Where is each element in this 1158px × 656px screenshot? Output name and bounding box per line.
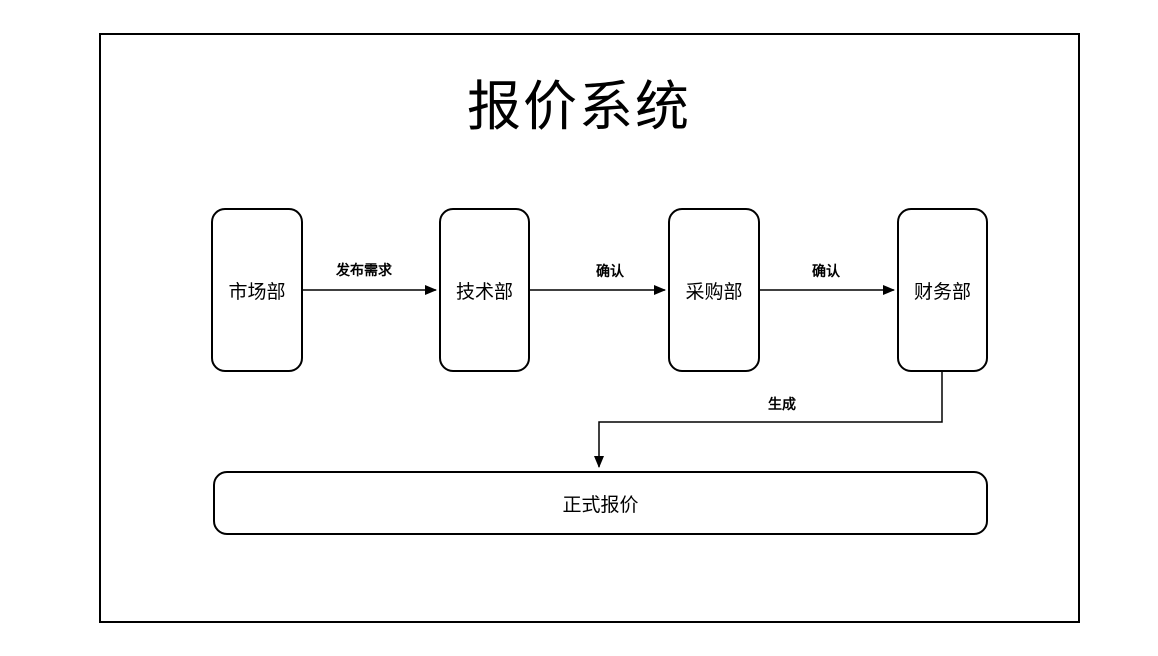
- diagram-title: 报价系统: [467, 77, 691, 137]
- node-tech-dept: 技术部: [439, 208, 530, 372]
- edge-label-generate: 生成: [766, 394, 798, 414]
- node-formal-quote: 正式报价: [213, 471, 988, 535]
- node-procurement-dept: 采购部: [668, 208, 760, 372]
- node-finance-dept: 财务部: [897, 208, 988, 372]
- node-label: 技术部: [455, 281, 513, 303]
- edge-label-confirm-1: 确认: [594, 261, 626, 281]
- node-label: 市场部: [228, 281, 286, 303]
- edge-label-confirm-2: 确认: [810, 261, 842, 281]
- node-label: 财务部: [913, 281, 971, 303]
- node-label: 正式报价: [562, 494, 639, 516]
- node-label: 采购部: [685, 281, 743, 303]
- node-marketing-dept: 市场部: [211, 208, 303, 372]
- edge-label-publish-requirements: 发布需求: [334, 260, 394, 280]
